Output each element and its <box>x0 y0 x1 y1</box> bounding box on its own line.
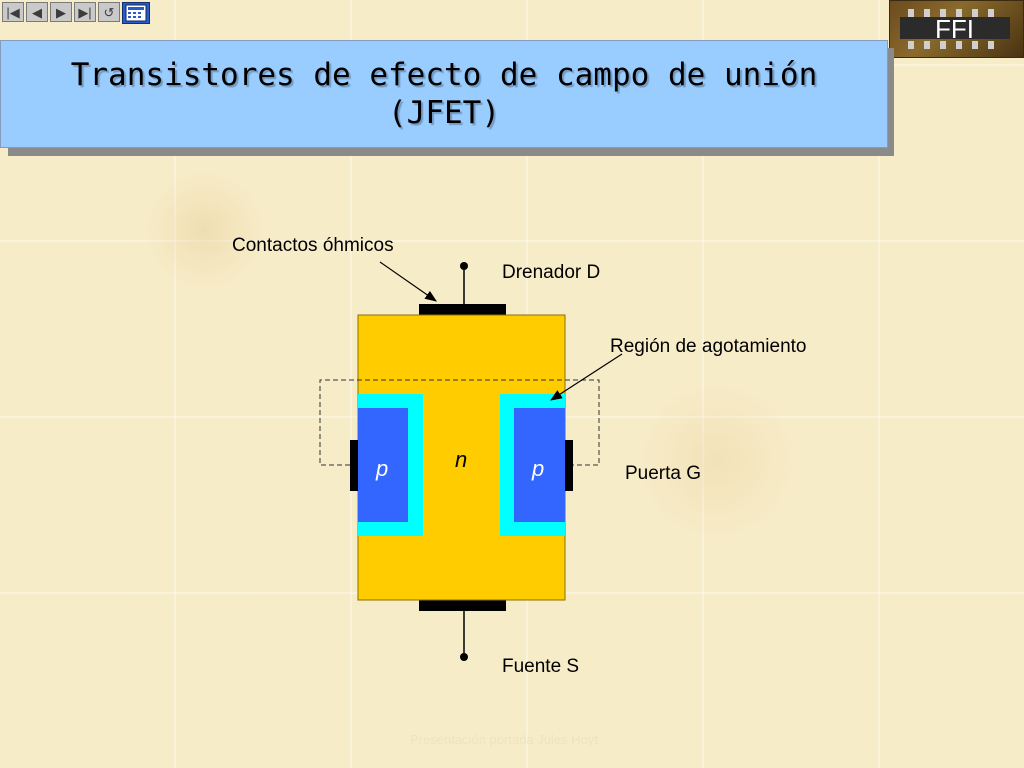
badge-text: FFI <box>935 14 974 44</box>
chip-image <box>900 17 1010 39</box>
chip-pin <box>908 41 914 49</box>
p-region-left <box>358 408 408 522</box>
slide-navigation: |◀ ◀ ▶ ▶| ↺ <box>2 2 150 24</box>
chip-pin <box>908 9 914 17</box>
chip-pin <box>972 9 978 17</box>
first-icon: |◀ <box>6 4 20 20</box>
next-icon: ▶ <box>56 4 66 20</box>
source-label: Fuente S <box>502 656 580 677</box>
ffi-logo-badge <box>889 0 1024 58</box>
chip-pin <box>924 41 930 49</box>
last-slide-button[interactable]: ▶| <box>74 2 96 22</box>
source-terminal <box>460 653 468 661</box>
ohmic-contacts-label: Contactos óhmicos <box>232 235 394 256</box>
return-button[interactable]: ↺ <box>98 2 120 22</box>
last-icon: ▶| <box>78 4 92 20</box>
depletion-arrow <box>549 353 623 401</box>
drain-label: Drenador D <box>502 262 601 283</box>
chip-pin <box>956 41 962 49</box>
chip-pin <box>924 9 930 17</box>
title-box: Transistores de efecto de campo de unión… <box>0 40 888 148</box>
depletion-region-label: Región de agotamiento <box>610 336 807 357</box>
previous-slide-button[interactable]: ◀ <box>26 2 48 22</box>
p-region-right-label: p <box>532 456 545 481</box>
calculator-button[interactable] <box>122 2 150 24</box>
chip-pin <box>988 41 994 49</box>
p-region-right <box>514 408 565 522</box>
drain-terminal <box>460 262 468 270</box>
n-region-label: n <box>455 447 468 472</box>
p-region-left-label: p <box>376 456 389 481</box>
footer-text: Presentación portada Jules Hoyt <box>410 732 598 747</box>
drain-contact <box>419 304 506 315</box>
chip-pin <box>956 9 962 17</box>
chip-pin <box>988 9 994 17</box>
previous-icon: ◀ <box>32 4 42 20</box>
first-slide-button[interactable]: |◀ <box>2 2 24 22</box>
chip-pin <box>940 9 946 17</box>
chip-pin <box>972 41 978 49</box>
chip-pin <box>940 41 946 49</box>
gate-connection <box>319 379 600 466</box>
gate-contact-left <box>350 440 358 491</box>
gate-contact-right <box>565 440 573 491</box>
return-icon: ↺ <box>103 4 115 20</box>
next-slide-button[interactable]: ▶ <box>50 2 72 22</box>
slide-title: Transistores de efecto de campo de unión… <box>70 57 818 131</box>
calculator-icon <box>125 4 147 22</box>
source-contact <box>419 600 506 611</box>
gate-label: Puerta G <box>625 463 702 484</box>
ohmic-contacts-arrow <box>379 261 437 302</box>
